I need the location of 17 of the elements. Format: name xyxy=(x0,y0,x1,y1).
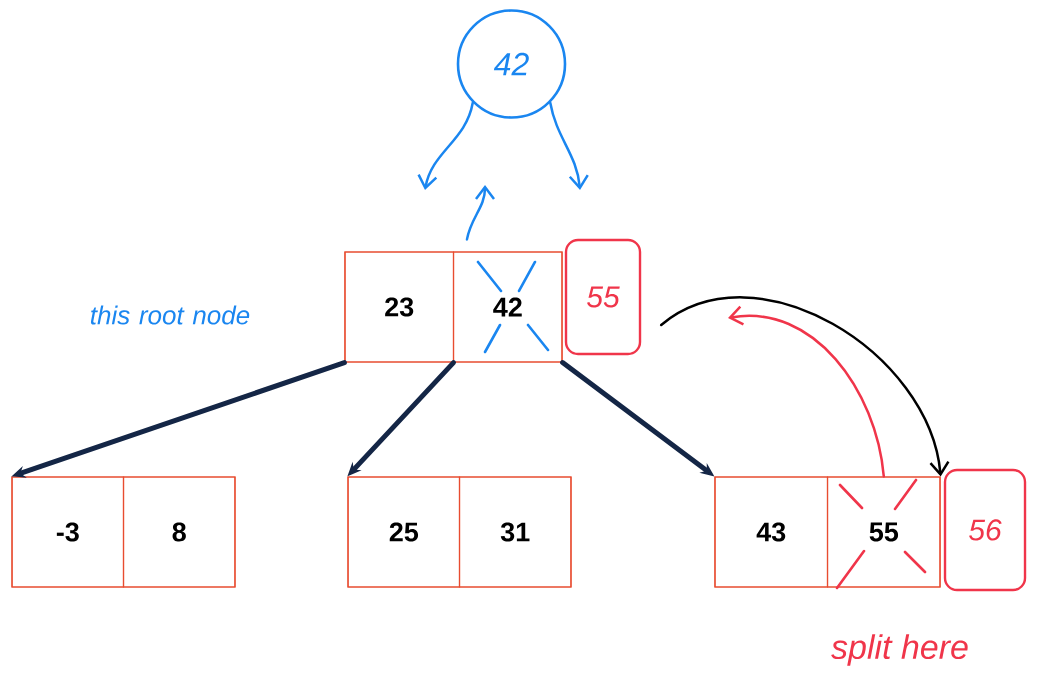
key-cell: 55 xyxy=(826,476,941,588)
key-cell: 31 xyxy=(458,476,572,588)
handwritten-box: 55 xyxy=(564,238,642,356)
handwritten-note: this root node xyxy=(90,305,250,325)
arrow xyxy=(728,305,886,478)
key-cell: 8 xyxy=(122,476,236,588)
handwritten-note: split here xyxy=(831,634,968,666)
key-cell: -3 xyxy=(11,476,125,588)
arrow xyxy=(417,101,474,190)
key-cell: 23 xyxy=(344,251,455,363)
handwritten-box: 56 xyxy=(943,468,1027,592)
arrow xyxy=(659,296,950,477)
arrow xyxy=(549,101,589,190)
key-cell: 25 xyxy=(347,476,461,588)
key-cell: 43 xyxy=(714,476,829,588)
key-cell: 42 xyxy=(452,251,563,363)
arrow xyxy=(465,185,495,241)
